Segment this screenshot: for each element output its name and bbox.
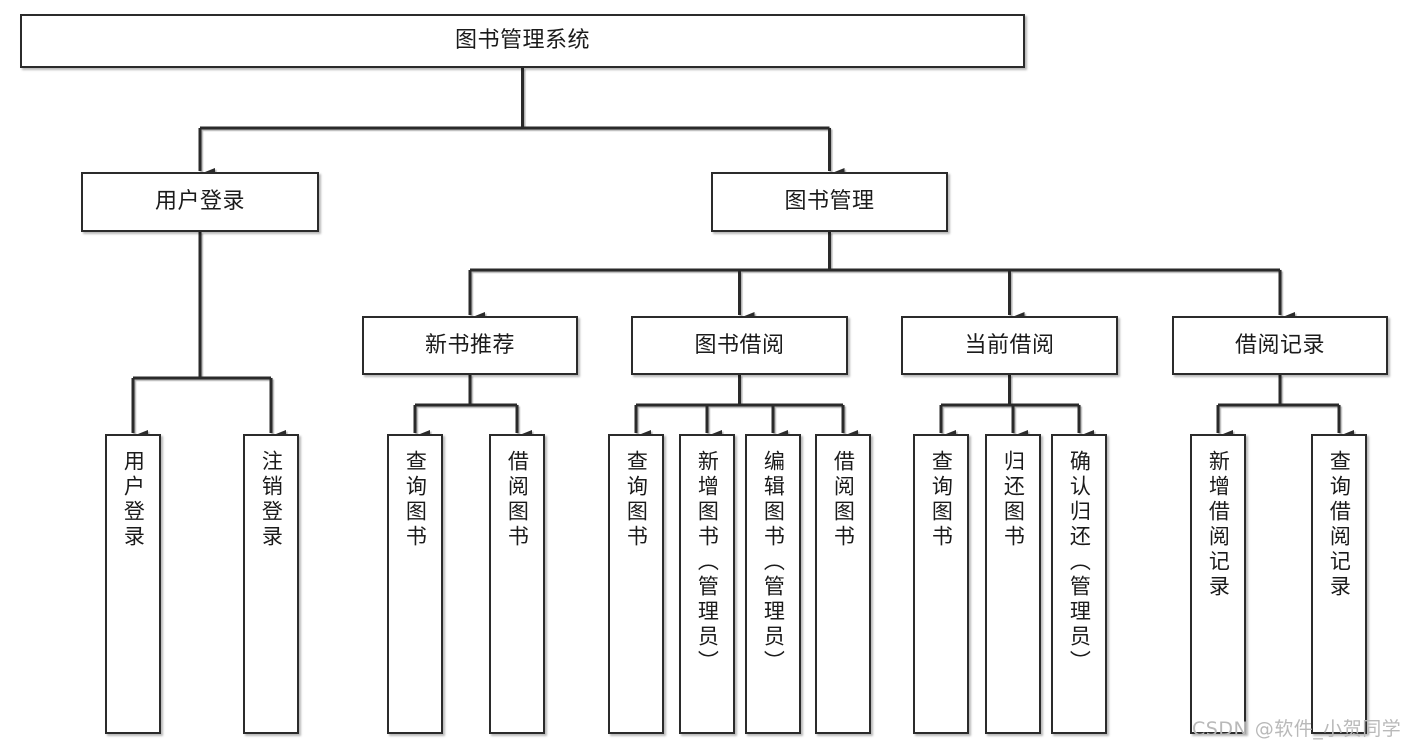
node-book-borrow[interactable]: 图书借阅 (631, 316, 848, 375)
node-label: 查询图书 (403, 450, 428, 550)
node-leaf-add-book[interactable]: 新增图书（管理员） (679, 434, 735, 734)
node-label: 查询图书 (624, 450, 649, 550)
node-leaf-query-book-3[interactable]: 查询图书 (913, 434, 969, 734)
node-label: 确认归还（管理员） (1067, 450, 1092, 675)
node-leaf-borrow-book-1[interactable]: 借阅图书 (489, 434, 545, 734)
node-book-management[interactable]: 图书管理 (711, 172, 948, 232)
node-leaf-borrow-book-2[interactable]: 借阅图书 (815, 434, 871, 734)
node-label: 新增借阅记录 (1206, 450, 1231, 600)
node-leaf-query-book-1[interactable]: 查询图书 (387, 434, 443, 734)
node-label: 用户登录 (154, 189, 245, 215)
node-leaf-user-login[interactable]: 用户登录 (105, 434, 161, 734)
node-label: 借阅记录 (1234, 332, 1325, 358)
node-label: 查询借阅记录 (1327, 450, 1352, 600)
node-label: 图书管理 (784, 189, 875, 215)
node-label: 图书借阅 (694, 332, 785, 358)
node-leaf-return-book[interactable]: 归还图书 (985, 434, 1041, 734)
node-label: 当前借阅 (964, 332, 1055, 358)
node-leaf-confirm-return[interactable]: 确认归还（管理员） (1051, 434, 1107, 734)
node-leaf-add-borrow-record[interactable]: 新增借阅记录 (1190, 434, 1246, 734)
node-leaf-user-logout[interactable]: 注销登录 (243, 434, 299, 734)
node-leaf-edit-book[interactable]: 编辑图书（管理员） (745, 434, 801, 734)
node-borrow-record[interactable]: 借阅记录 (1172, 316, 1388, 375)
node-current-borrow[interactable]: 当前借阅 (901, 316, 1118, 375)
node-label: 注销登录 (259, 450, 284, 550)
node-label: 图书管理系统 (454, 28, 590, 54)
node-leaf-query-book-2[interactable]: 查询图书 (608, 434, 664, 734)
node-label: 借阅图书 (831, 450, 856, 550)
node-label: 用户登录 (121, 450, 146, 550)
node-label: 编辑图书（管理员） (761, 450, 786, 675)
node-label: 新增图书（管理员） (695, 450, 720, 675)
node-label: 查询图书 (929, 450, 954, 550)
node-user-login[interactable]: 用户登录 (81, 172, 319, 232)
node-label: 新书推荐 (424, 332, 515, 358)
node-label: 借阅图书 (505, 450, 530, 550)
node-root[interactable]: 图书管理系统 (20, 14, 1025, 68)
node-label: 归还图书 (1001, 450, 1026, 550)
node-leaf-query-borrow-record[interactable]: 查询借阅记录 (1311, 434, 1367, 734)
node-new-book-recommend[interactable]: 新书推荐 (362, 316, 578, 375)
